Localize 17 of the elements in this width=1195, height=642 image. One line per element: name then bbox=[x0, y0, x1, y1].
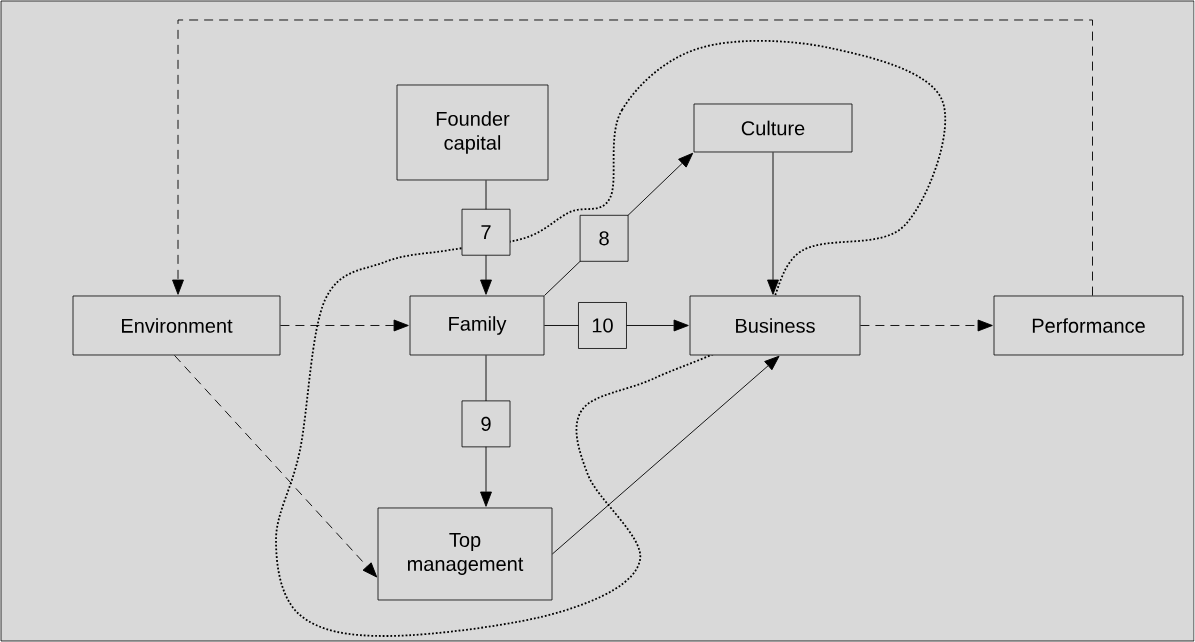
arrow bbox=[551, 355, 780, 555]
box: Top management bbox=[377, 507, 553, 601]
edge-label: 9 bbox=[461, 400, 511, 448]
edge-label: 10 bbox=[578, 302, 627, 349]
box: Family bbox=[409, 295, 545, 356]
box: Performance bbox=[993, 295, 1184, 356]
arrow bbox=[859, 319, 993, 332]
arrow bbox=[174, 354, 378, 578]
edge-label: 7 bbox=[461, 208, 511, 256]
box: Business bbox=[689, 295, 861, 356]
arrow bbox=[767, 151, 779, 295]
box: Culture bbox=[693, 103, 853, 153]
arrow bbox=[172, 19, 1093, 297]
box: Founder capital bbox=[396, 84, 549, 181]
arrow bbox=[279, 319, 409, 332]
box: Environment bbox=[72, 295, 281, 356]
edge-label: 8 bbox=[579, 214, 629, 262]
